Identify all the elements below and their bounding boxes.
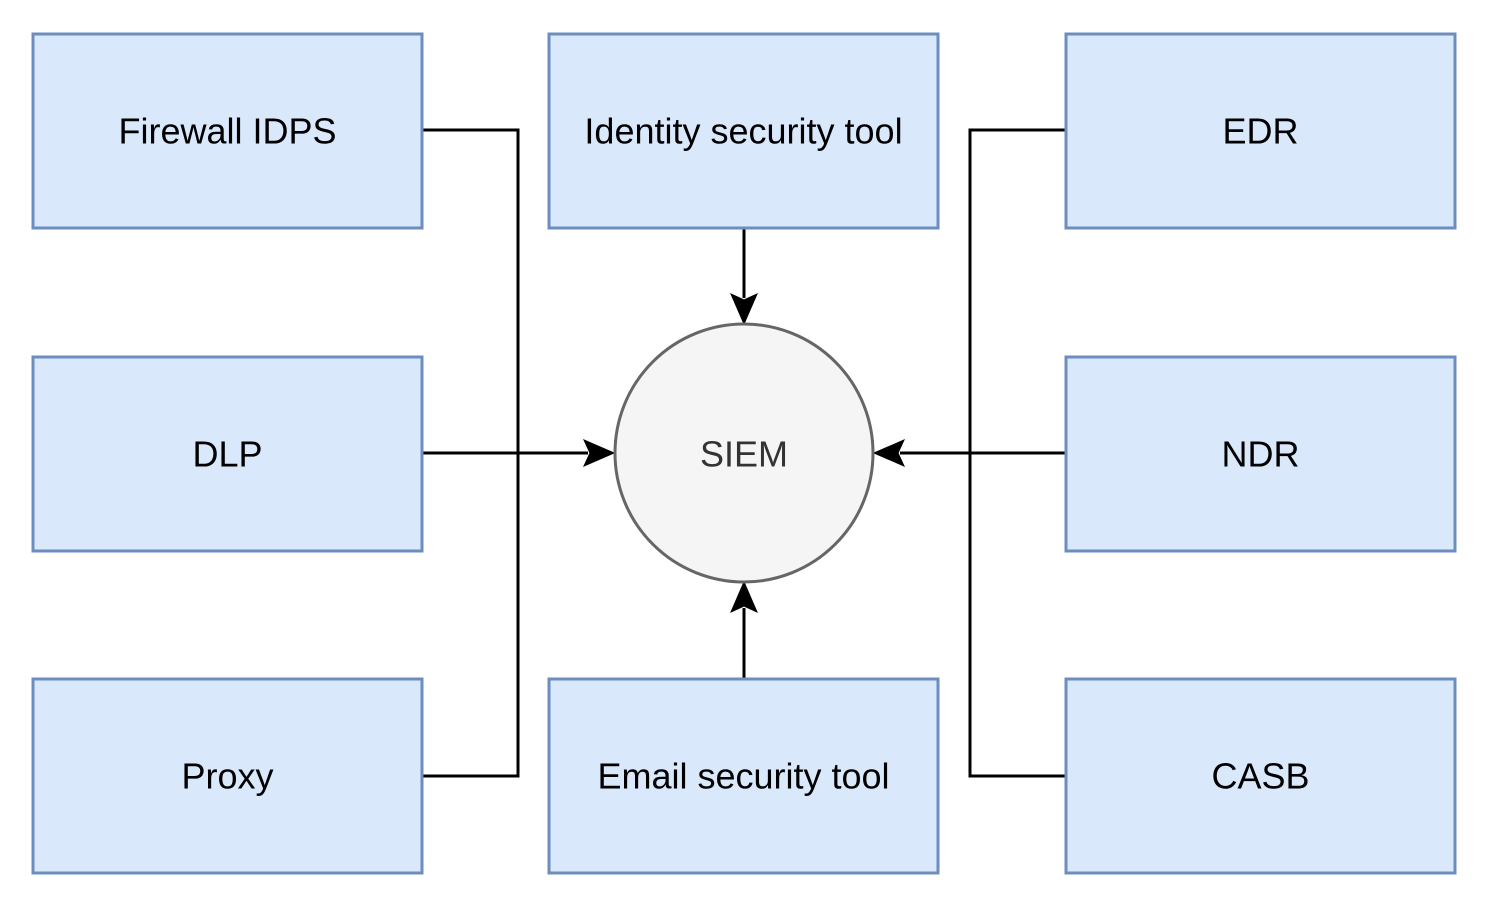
node-dlp: DLP — [31, 355, 424, 553]
node-dlp-label: DLP — [192, 434, 262, 475]
node-proxy: Proxy — [31, 677, 424, 875]
node-firewall-idps-label: Firewall IDPS — [118, 111, 336, 152]
node-identity-security-tool: Identity security tool — [547, 32, 940, 230]
node-siem: SIEM — [613, 322, 875, 584]
edge-casb-trunk — [968, 453, 1066, 778]
node-identity-security-tool-label: Identity security tool — [584, 111, 902, 152]
node-casb-label: CASB — [1211, 756, 1309, 797]
node-siem-label: SIEM — [700, 434, 788, 475]
node-email-security-tool-label: Email security tool — [597, 756, 889, 797]
node-edr: EDR — [1064, 32, 1457, 230]
node-casb: CASB — [1064, 677, 1457, 875]
edges — [422, 128, 1066, 778]
node-ndr-label: NDR — [1222, 434, 1300, 475]
arrowhead-bottom — [730, 580, 758, 614]
edge-proxy-trunk — [422, 453, 520, 778]
arrowhead-left — [582, 439, 616, 467]
arrowhead-top — [730, 292, 758, 326]
node-proxy-label: Proxy — [181, 756, 273, 797]
node-email-security-tool: Email security tool — [547, 677, 940, 875]
edge-edr-trunk — [968, 128, 1066, 453]
node-ndr: NDR — [1064, 355, 1457, 553]
node-edr-label: EDR — [1222, 111, 1298, 152]
node-firewall-idps: Firewall IDPS — [31, 32, 424, 230]
arrowhead-right — [872, 439, 906, 467]
edge-firewall-idps-trunk — [422, 128, 520, 453]
